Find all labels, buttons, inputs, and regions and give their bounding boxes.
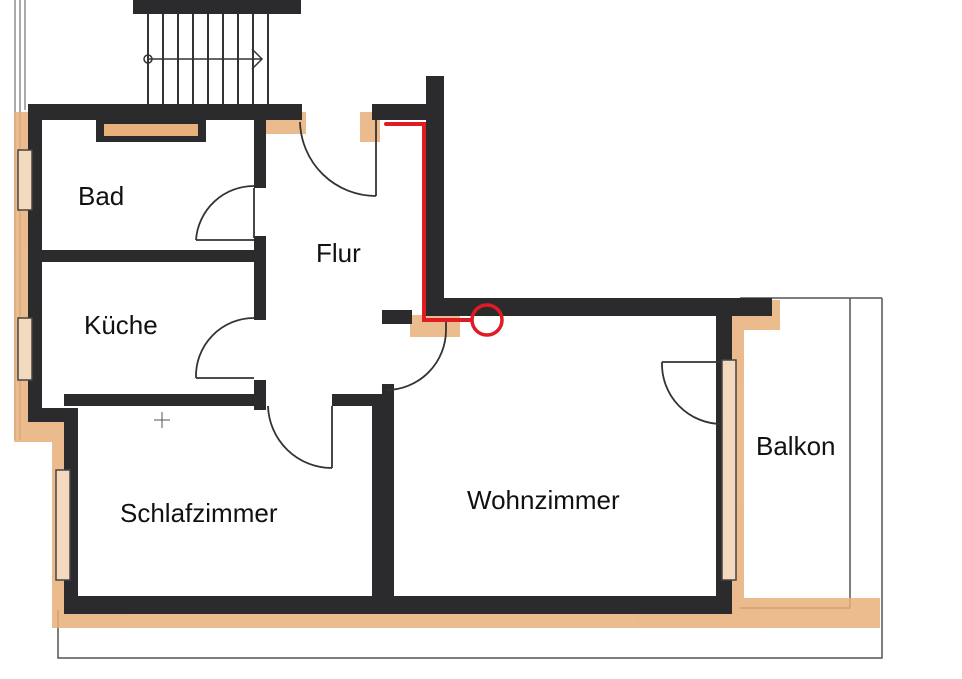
room-label-schlafzimmer: Schlafzimmer — [120, 498, 278, 528]
window-sill-inner — [104, 124, 198, 136]
insulation-layer — [14, 112, 880, 628]
room-label-flur: Flur — [316, 238, 361, 268]
windows — [17, 149, 737, 581]
doors — [195, 120, 723, 469]
annotation-circle — [470, 303, 504, 337]
room-label-balkon: Balkon — [756, 431, 836, 461]
crosshair-icon — [154, 412, 170, 428]
room-label-bad: Bad — [78, 181, 124, 211]
walls — [28, 76, 772, 614]
room-label-kueche: Küche — [84, 310, 158, 340]
red-annotation — [384, 122, 504, 337]
staircase — [133, 0, 301, 104]
room-label-wohnzimmer: Wohnzimmer — [467, 485, 620, 515]
